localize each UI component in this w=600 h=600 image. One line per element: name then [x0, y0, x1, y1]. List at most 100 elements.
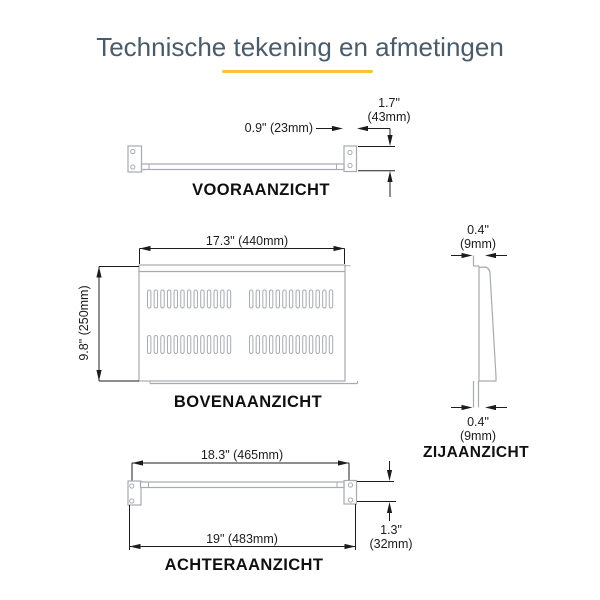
arrowhead [386, 502, 393, 513]
title-underline-accent [222, 70, 373, 73]
arrowhead [139, 245, 151, 252]
front-view-label: VOORAANZICHT [192, 181, 330, 199]
arrowhead [387, 135, 393, 146]
vent-slot [268, 289, 274, 309]
page-title: Technische tekening en afmetingen [96, 32, 504, 62]
rear-lip-dimension: 1.3" (32mm) [357, 461, 413, 551]
front-height-dimension: 1.7" (43mm) [358, 96, 411, 197]
vent-slot [193, 335, 198, 354]
side-profile-shape [472, 255, 497, 408]
vent-slot [213, 335, 218, 354]
arrowhead [461, 404, 473, 411]
top-view: 17.3" (440mm) 9.8" (250mm) BOVENAANZICHT [77, 234, 358, 411]
mounting-hole [129, 498, 135, 504]
rear-lip-mm-label: (32mm) [369, 537, 412, 551]
mounting-hole [347, 149, 353, 156]
top-depth-dimension: 9.8" (250mm) [77, 266, 139, 382]
vent-slot [186, 289, 192, 309]
vent-slot [147, 335, 152, 354]
rear-shelf-bar [139, 481, 345, 489]
rear-outer-width-dimension: 19" (483mm) [129, 504, 356, 550]
vent-slot [282, 335, 287, 354]
vent-slot [315, 335, 320, 354]
arrowhead [96, 266, 102, 278]
front-depth-dimension-label: 0.9" (23mm) [245, 121, 313, 135]
vent-slot [249, 289, 254, 309]
side-panel-edge [478, 266, 497, 382]
vent-slot [249, 335, 254, 354]
arrowhead [96, 370, 102, 381]
vent-slot [322, 335, 327, 354]
vent-slot [166, 335, 172, 354]
vent-slot [186, 335, 192, 354]
vent-slot [173, 289, 179, 309]
vent-slot [295, 335, 300, 354]
vent-slot [160, 335, 165, 354]
arrowhead [129, 543, 141, 550]
vent-slot [302, 335, 307, 354]
vent-slot [328, 335, 334, 354]
vent-slot [173, 335, 179, 354]
arrowhead [338, 460, 349, 466]
top-width-label: 17.3" (440mm) [206, 234, 288, 248]
front-view: 0.9" (23mm) 1.7" (43mm) VOORAANZICHT [127, 96, 411, 199]
vent-slot [206, 289, 212, 309]
vent-slot [226, 289, 232, 309]
rear-view: 18.3" (465mm) 1.3" (32mm) 1 [127, 448, 413, 574]
vent-slot [200, 289, 205, 309]
vent-slot [288, 335, 294, 354]
vent-slot [275, 335, 281, 354]
side-top-in-label: 0.4" [467, 223, 489, 237]
arrowhead [386, 470, 393, 481]
top-view-label: BOVENAANZICHT [174, 393, 322, 411]
vent-slot [193, 289, 198, 309]
vent-slot [180, 335, 185, 354]
arrowhead [485, 252, 496, 259]
vent-slot [180, 289, 185, 309]
vent-slot [262, 335, 267, 354]
top-width-dimension: 17.3" (440mm) [139, 234, 345, 264]
side-view-label: ZIJAANZICHT [423, 444, 529, 461]
mounting-hole [130, 148, 136, 155]
vent-slot [147, 289, 152, 309]
vent-slot [226, 335, 232, 354]
front-height-in-label: 1.7" [378, 96, 400, 110]
arrowhead [333, 245, 345, 252]
rear-outer-width-label: 19" (483mm) [206, 532, 278, 546]
arrowhead [357, 125, 368, 132]
front-height-mm-label: (43mm) [367, 110, 410, 124]
vent-slot [153, 289, 159, 309]
front-right-mounting-ear [343, 145, 358, 173]
arrowhead [344, 543, 356, 550]
arrowhead [485, 404, 496, 411]
vent-slot [220, 289, 225, 309]
front-shelf-bar [140, 163, 345, 171]
rear-inner-width-dimension: 18.3" (465mm) [131, 448, 350, 481]
rear-lip-in-label: 1.3" [380, 523, 402, 537]
vent-slot [295, 289, 300, 309]
vent-slot [160, 289, 165, 309]
vent-slot [153, 335, 159, 354]
mounting-hole [129, 483, 135, 489]
arrowhead [461, 252, 473, 259]
vent-slot [302, 289, 307, 309]
arrowhead [132, 460, 143, 466]
vent-slot [166, 289, 172, 309]
vent-slot [282, 289, 287, 309]
rear-inner-width-label: 18.3" (465mm) [201, 448, 283, 462]
side-top-mm-label: (9mm) [460, 237, 496, 251]
vent-slot [200, 335, 205, 354]
mounting-hole [347, 497, 354, 503]
vent-slot [275, 289, 281, 309]
arrowhead [387, 171, 393, 182]
mounting-hole [347, 482, 354, 488]
mounting-hole [130, 164, 136, 170]
side-bottom-in-label: 0.4" [467, 415, 489, 429]
side-bottom-thickness-dimension: 0.4" (9mm) [451, 404, 507, 443]
vent-slot [213, 289, 218, 309]
rear-right-mounting-ear [343, 479, 358, 505]
vent-slot [288, 289, 294, 309]
vent-slot [268, 335, 274, 354]
vent-slot [220, 335, 225, 354]
